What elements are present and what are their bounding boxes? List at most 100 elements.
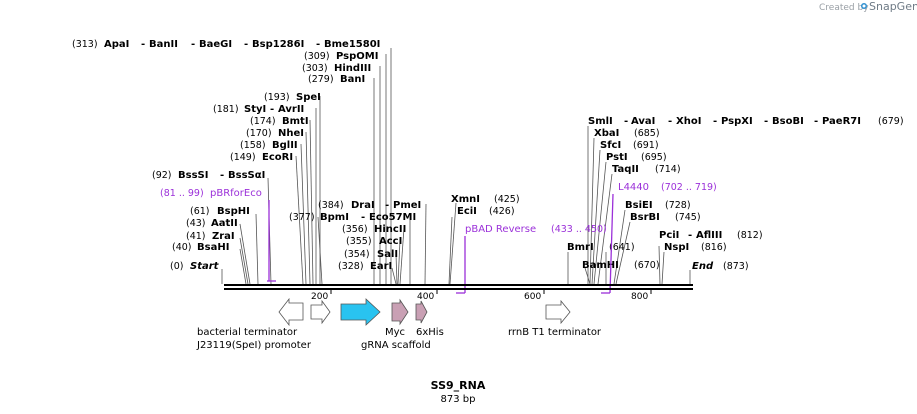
site-position: (170) bbox=[246, 128, 272, 139]
enzyme-label: XhoI bbox=[676, 116, 701, 127]
enzyme-label: SmlI bbox=[588, 116, 613, 127]
site-position: (92) bbox=[152, 170, 172, 181]
enzyme-label: PspOMI bbox=[336, 51, 378, 62]
enzyme-label: BspHI bbox=[217, 206, 250, 217]
feature-label: Myc bbox=[385, 327, 405, 338]
svg-text:-: - bbox=[688, 230, 692, 241]
svg-text:-: - bbox=[668, 116, 672, 127]
enzyme-label: TaqII bbox=[612, 164, 639, 175]
site-position: (41) bbox=[186, 231, 206, 242]
site-679-group: SmlI - AvaI - XhoI - PspXI - BsoBI - Pae… bbox=[588, 116, 904, 127]
rrnb-terminator-arrow bbox=[545, 299, 571, 325]
svg-text:-: - bbox=[385, 200, 389, 211]
enzyme-label: AvaI bbox=[631, 116, 655, 127]
primer-marker-l4440 bbox=[609, 193, 614, 294]
myc-tag-arrow bbox=[391, 298, 409, 326]
enzyme-label: BsaHI bbox=[197, 242, 229, 253]
enzyme-label: BssSI bbox=[178, 170, 208, 181]
feature-label: 6xHis bbox=[416, 327, 444, 338]
site-position: (328) bbox=[338, 261, 364, 272]
site-position: (641) bbox=[609, 242, 635, 253]
6xhis-tag-arrow bbox=[415, 300, 428, 324]
enzyme-label: AccI bbox=[379, 236, 402, 247]
enzyme-label: PaeR7I bbox=[822, 116, 861, 127]
map-title: SS9_RNA bbox=[431, 379, 486, 392]
primer-range: (81 .. 99) bbox=[160, 188, 204, 199]
tick-label: 400 bbox=[417, 292, 434, 302]
enzyme-label: BaeGI bbox=[199, 39, 232, 50]
tick-label: 200 bbox=[311, 292, 328, 302]
enzyme-label: PmeI bbox=[393, 200, 421, 211]
site-position: (816) bbox=[701, 242, 727, 253]
grna-scaffold-arrow bbox=[340, 298, 381, 326]
enzyme-label: AvrII bbox=[278, 104, 304, 115]
primer-label: pBAD Reverse bbox=[465, 224, 536, 235]
primer-range: (702 .. 719) bbox=[661, 182, 717, 193]
site-position: (679) bbox=[878, 116, 904, 127]
site-position: (279) bbox=[308, 74, 334, 85]
site-position: (174) bbox=[250, 116, 276, 127]
primer-label: pBRforEco bbox=[210, 188, 262, 199]
svg-text:-: - bbox=[361, 212, 365, 223]
enzyme-label: EarI bbox=[370, 261, 392, 272]
site-position: (158) bbox=[240, 140, 266, 151]
enzyme-label: AflIII bbox=[696, 230, 722, 241]
svg-text:-: - bbox=[270, 104, 274, 115]
site-position: (728) bbox=[665, 200, 691, 211]
site-position: (354) bbox=[344, 249, 370, 260]
feature-label: rrnB T1 terminator bbox=[508, 327, 602, 338]
enzyme-label: BglII bbox=[272, 140, 298, 151]
primer-markers bbox=[267, 193, 614, 294]
end-label: End bbox=[692, 261, 714, 272]
primer-range: (433 .. 450) bbox=[551, 224, 607, 235]
enzyme-label: SpeI bbox=[296, 92, 321, 103]
enzyme-label: ZraI bbox=[212, 231, 235, 242]
site-position: (670) bbox=[634, 260, 660, 271]
site-position: (356) bbox=[342, 224, 368, 235]
enzyme-label: BsiEI bbox=[625, 200, 653, 211]
feature-label: J23119(SpeI) promoter bbox=[196, 340, 312, 351]
site-position: (426) bbox=[489, 206, 515, 217]
start-label: Start bbox=[190, 261, 220, 272]
enzyme-label: BanII bbox=[149, 39, 178, 50]
enzyme-label: HincII bbox=[374, 224, 406, 235]
enzyme-label: BsrBI bbox=[630, 212, 660, 223]
enzyme-label: AatII bbox=[211, 218, 238, 229]
feature-label: gRNA scaffold bbox=[361, 340, 431, 351]
enzyme-label: SfcI bbox=[600, 140, 621, 151]
feature-arrows bbox=[278, 297, 571, 327]
site-position: (812) bbox=[737, 230, 763, 241]
enzyme-label: PspXI bbox=[721, 116, 753, 127]
enzyme-label: BssSαI bbox=[228, 170, 265, 181]
site-position: (695) bbox=[641, 152, 667, 163]
enzyme-label: EcoRI bbox=[262, 152, 293, 163]
site-position: (714) bbox=[655, 164, 681, 175]
enzyme-label: Bme1580I bbox=[324, 39, 380, 50]
primer-label: L4440 bbox=[618, 182, 649, 193]
svg-text:-: - bbox=[713, 116, 717, 127]
enzyme-label: StyI bbox=[244, 104, 266, 115]
enzyme-label: EciI bbox=[457, 206, 477, 217]
enzyme-label: PciI bbox=[659, 230, 679, 241]
enzyme-label: NheI bbox=[278, 128, 304, 139]
start-position: (0) bbox=[170, 261, 183, 272]
enzyme-label: HindIII bbox=[334, 63, 371, 74]
svg-text:-: - bbox=[141, 39, 145, 50]
site-position: (43) bbox=[186, 218, 206, 229]
svg-text:-: - bbox=[191, 39, 195, 50]
bacterial-terminator-arrow bbox=[278, 297, 304, 327]
site-position: (40) bbox=[172, 242, 192, 253]
site-position: (181) bbox=[213, 104, 239, 115]
site-position: (685) bbox=[634, 128, 660, 139]
svg-text:-: - bbox=[764, 116, 768, 127]
promoter-arrow bbox=[310, 299, 331, 325]
svg-text:-: - bbox=[244, 39, 248, 50]
site-position: (377) bbox=[289, 212, 315, 223]
enzyme-label: BamHI bbox=[582, 260, 619, 271]
enzyme-label: BmrI bbox=[567, 242, 594, 253]
dna-backbone bbox=[224, 284, 693, 290]
enzyme-label: Eco57MI bbox=[369, 212, 416, 223]
enzyme-label: XmnI bbox=[451, 194, 480, 205]
created-by-text: Created by bbox=[819, 3, 869, 13]
